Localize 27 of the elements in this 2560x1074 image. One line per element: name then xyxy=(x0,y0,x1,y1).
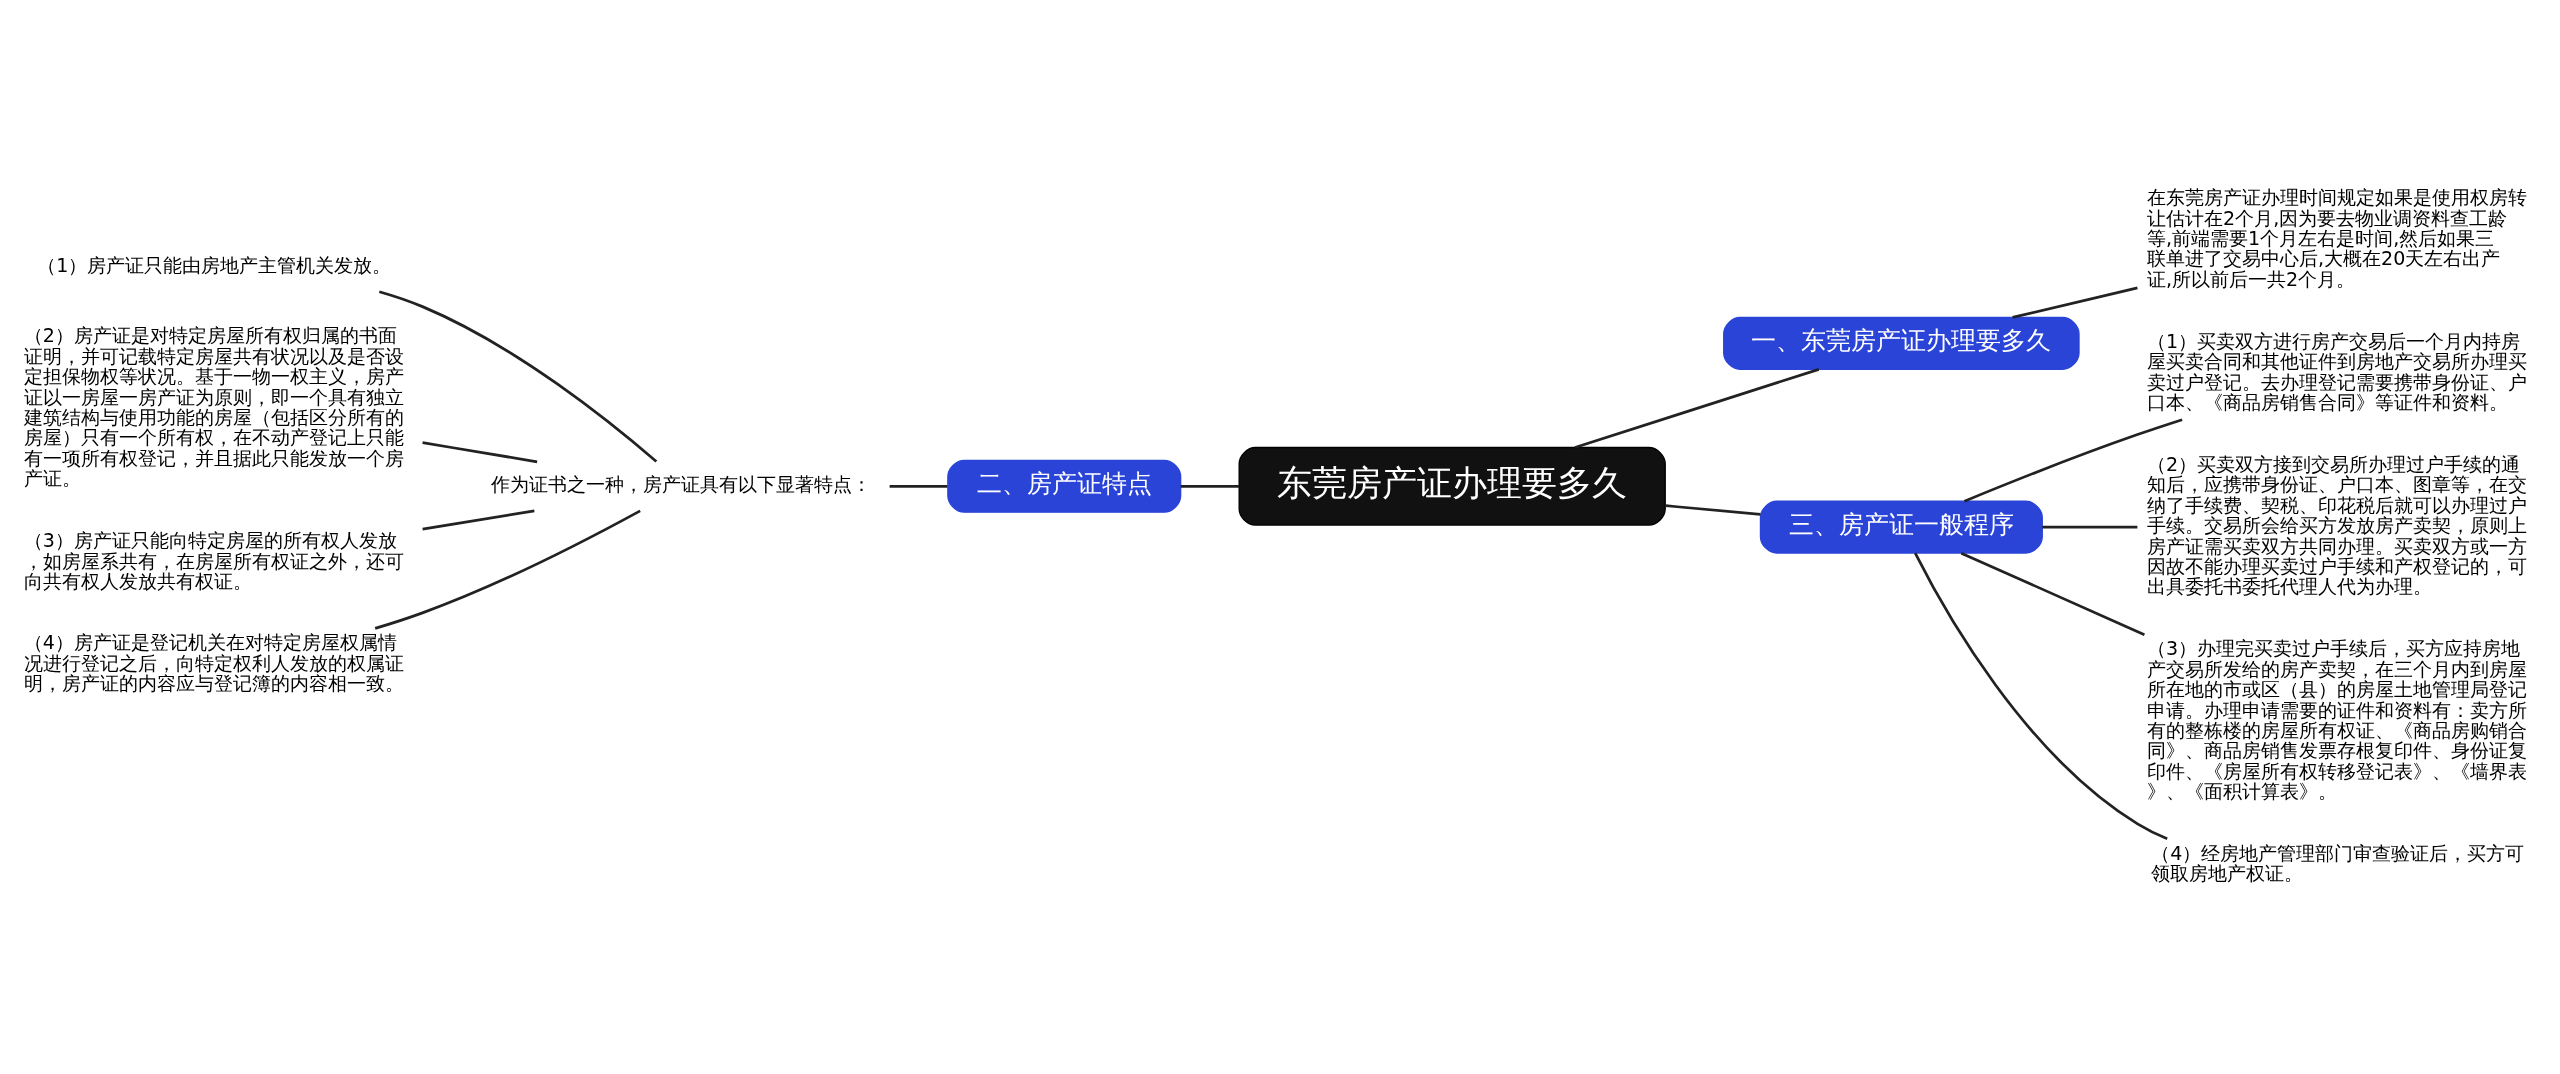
node-text: （2）买卖双方接到交易所办理过户手续的通知后，应携带身份证、户口本、图章等，在交纳了手续费、契税、印花税后就可以办理过户手续。交易所会给买方发放房产卖契，原则上房产证需买卖双方共同办理。买卖双方或一方因故不能办理买卖过户手续和产权登记的，可出具委托书委托代理人代为办理。 xyxy=(2147,452,2528,598)
node-text: （3）房产证只能向特定房屋的所有权人发放，如房屋系共有，在房屋所有权证之外，还可向共有权人发放共有权证。 xyxy=(23,529,404,592)
connector xyxy=(2042,525,2138,529)
connector xyxy=(422,509,535,531)
node-text: 作为证书之一种，房产证具有以下显著特点： xyxy=(490,473,871,496)
connector xyxy=(378,290,658,463)
node-text: （2）房产证是对特定房屋所有权归属的书面证明，并可记载特定房屋共有状况以及是否设定担保物权等状况。基于一物一权主义，房产证以一房屋一房产证为原则，即一个具有独立建筑结构与使用功能的房屋（包括区分所有的房屋）只有一个所有权，在不动产登记上只能有一项所有权登记，并且据此只能发放一个房产证。 xyxy=(23,324,404,490)
node-box: 一、东莞房产证办理要多久 xyxy=(1723,316,2080,370)
connector xyxy=(1665,504,1761,516)
node-text: （1）房产证只能由房地产主管机关发放。 xyxy=(37,254,392,277)
node-text: （3）办理完买卖过户手续后，买方应持房地产交易所发给的房产卖契，在三个月内到房屋所在地的市或区（县）的房屋土地管理局登记申请。办理申请需要的证件和资料有：卖方所有的整栋楼的房屋所有权证、《商品房购销合同》、商品房销售发票存根复印件、身份证复印件、《房屋所有权转移登记表》、《墙界表》、《面积计算表》。 xyxy=(2147,637,2528,803)
connector xyxy=(1914,552,2168,841)
connector xyxy=(1963,418,2183,503)
node-text: 在东莞房产证办理时间规定如果是使用权房转让估计在2个月,因为要去物业调资料查工龄等,前端需要1个月左右是时间,然后如果三联单进了交易中心后,大概在20天左右出产证,所以前后一共2个月。 xyxy=(2147,186,2528,290)
node-text: （1）买卖双方进行房产交易后一个月内持房屋买卖合同和其他证件到房地产交易所办理买卖过户登记。去办理登记需要携带身份证、户口本、《商品房销售合同》等证件和资料。 xyxy=(2147,329,2528,413)
node-box: 东莞房产证办理要多久 xyxy=(1238,446,1666,526)
node-box: 二、房产证特点 xyxy=(947,459,1182,513)
connector xyxy=(1180,484,1240,488)
node-box: 三、房产证一般程序 xyxy=(1759,500,2043,554)
connector xyxy=(2012,286,2138,319)
node-text: （4）房产证是登记机关在对特定房屋权属情况进行登记之后，向特定权利人发放的权属证明，房产证的内容应与登记簿的内容相一致。 xyxy=(23,631,404,695)
connector xyxy=(422,441,538,464)
connector xyxy=(889,484,948,488)
node-text: （4）经房地产管理部门审查验证后，买方可领取房地产权证。 xyxy=(2151,841,2525,884)
connector xyxy=(374,509,641,630)
connector xyxy=(1960,551,2145,636)
connector xyxy=(1574,368,1820,449)
